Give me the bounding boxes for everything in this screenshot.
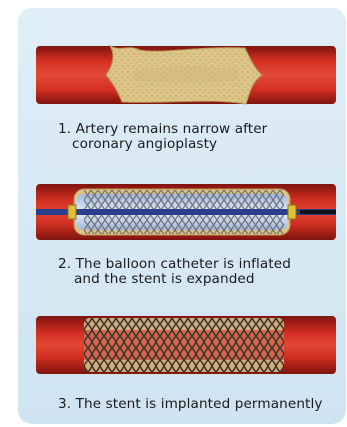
step-2-caption-line-2: and the stent is expanded xyxy=(74,272,255,286)
catheter-marker-left xyxy=(68,205,76,219)
artery-stent-implanted xyxy=(0,312,347,378)
step-2-illustration xyxy=(0,180,347,244)
step-3-illustration xyxy=(0,312,347,378)
step-2-caption-line-1: 2. The balloon catheter is inflated xyxy=(58,257,291,271)
stent-mesh xyxy=(84,318,284,372)
artery-narrowed xyxy=(0,40,347,110)
narrow-lumen xyxy=(134,67,238,83)
step-3-caption: 3. The stent is implanted permanently xyxy=(58,397,323,411)
artery-balloon-inflated xyxy=(0,180,347,244)
step-1-illustration xyxy=(0,40,347,110)
step-1-caption-line-2: coronary angioplasty xyxy=(72,137,217,151)
catheter-marker-right xyxy=(288,205,296,219)
guide-wire xyxy=(300,210,336,214)
step-1-caption-line-1: 1. Artery remains narrow after xyxy=(58,122,267,136)
